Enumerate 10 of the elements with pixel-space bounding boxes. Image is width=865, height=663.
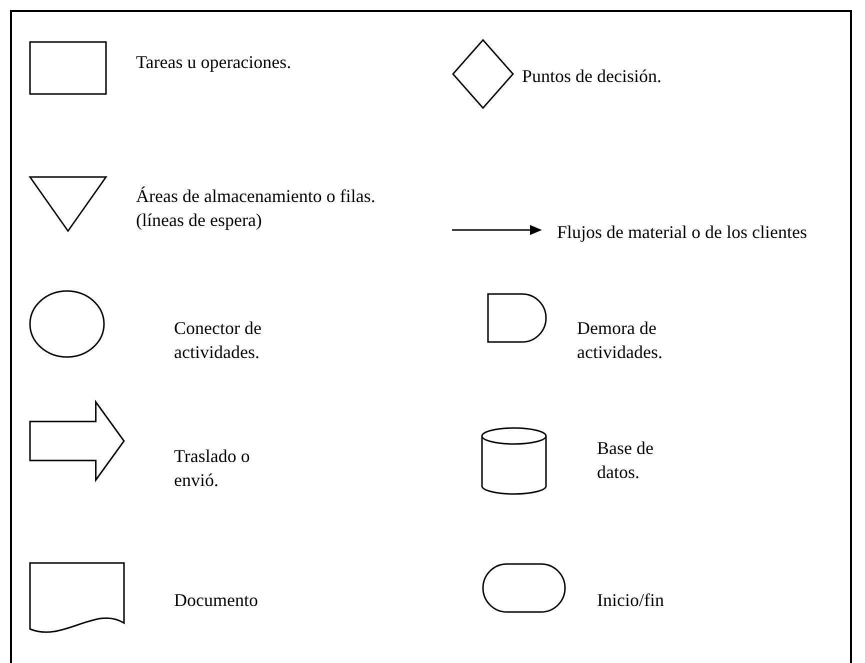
- legend-label: Flujos de material o de los clientes: [557, 221, 807, 244]
- legend-label: Áreas de almacenamiento o filas. (líneas de espera): [136, 185, 376, 232]
- legend-label: Traslado o envió.: [174, 445, 251, 492]
- legend-label: Base de datos.: [597, 437, 654, 484]
- legend-label: Demora de actividades.: [577, 317, 664, 364]
- legend-label: Puntos de decisión.: [522, 65, 662, 88]
- legend-label: Tareas u operaciones.: [136, 51, 292, 74]
- legend-label: Inicio/fin: [597, 589, 665, 612]
- legend-label: Conector de actividades.: [174, 317, 262, 364]
- legend-label: Documento: [174, 589, 259, 612]
